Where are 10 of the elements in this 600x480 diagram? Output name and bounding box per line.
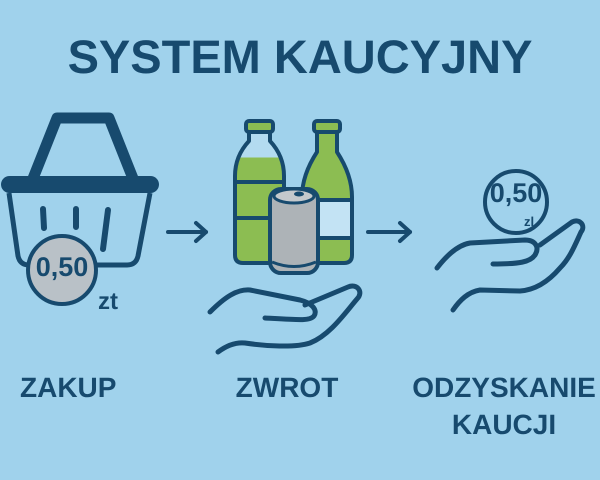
- step-label: ZWROT: [236, 371, 338, 405]
- currency-label: zl: [524, 215, 534, 228]
- coin-value: 0,50: [36, 254, 88, 281]
- title: SYSTEM KAUCYJNY: [68, 33, 532, 81]
- step-label: ODZYSKANIE KAUCJI: [411, 371, 597, 442]
- step-label: ZAKUP: [20, 371, 116, 405]
- coin-value: 0,50: [490, 180, 542, 207]
- arrow: [366, 221, 412, 243]
- arrow: [166, 221, 208, 243]
- currency-label: zt: [98, 290, 118, 314]
